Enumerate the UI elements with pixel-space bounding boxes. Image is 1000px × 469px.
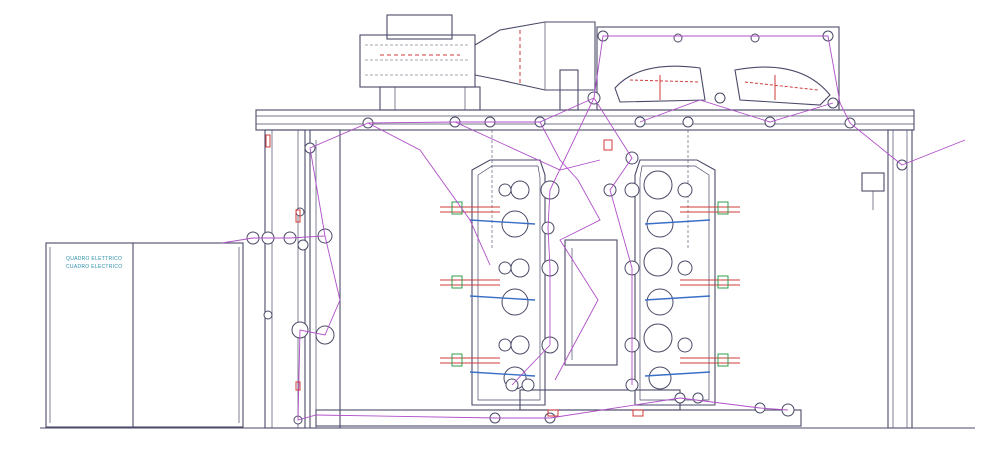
- print-station-right-mid: [643, 247, 740, 316]
- tunnel-dryer: [596, 26, 840, 111]
- print-unit-frame: [315, 159, 802, 427]
- top-beam: [255, 109, 915, 131]
- print-station-left-mid: [440, 258, 536, 316]
- infeed-rollers: [246, 207, 335, 425]
- right-column: [861, 129, 913, 429]
- print-station-left-top: [440, 180, 536, 238]
- outfeed-rollers: [489, 392, 795, 424]
- cabinet-label-italian: QUADRO ELETTRICO: [66, 256, 122, 262]
- print-station-right-low: [643, 323, 740, 390]
- dryer-hood: [359, 14, 596, 111]
- cabinet-label-spanish: CUADRO ELECTRICO: [66, 264, 122, 270]
- electrical-cabinet: QUADRO ELETTRICO CUADRO ELECTRICO: [45, 242, 244, 428]
- web-path: [221, 35, 966, 421]
- annotation-marks: [265, 134, 644, 417]
- print-station-left-low: [440, 335, 536, 390]
- print-station-right-top: [643, 170, 740, 238]
- left-tower: [264, 129, 341, 429]
